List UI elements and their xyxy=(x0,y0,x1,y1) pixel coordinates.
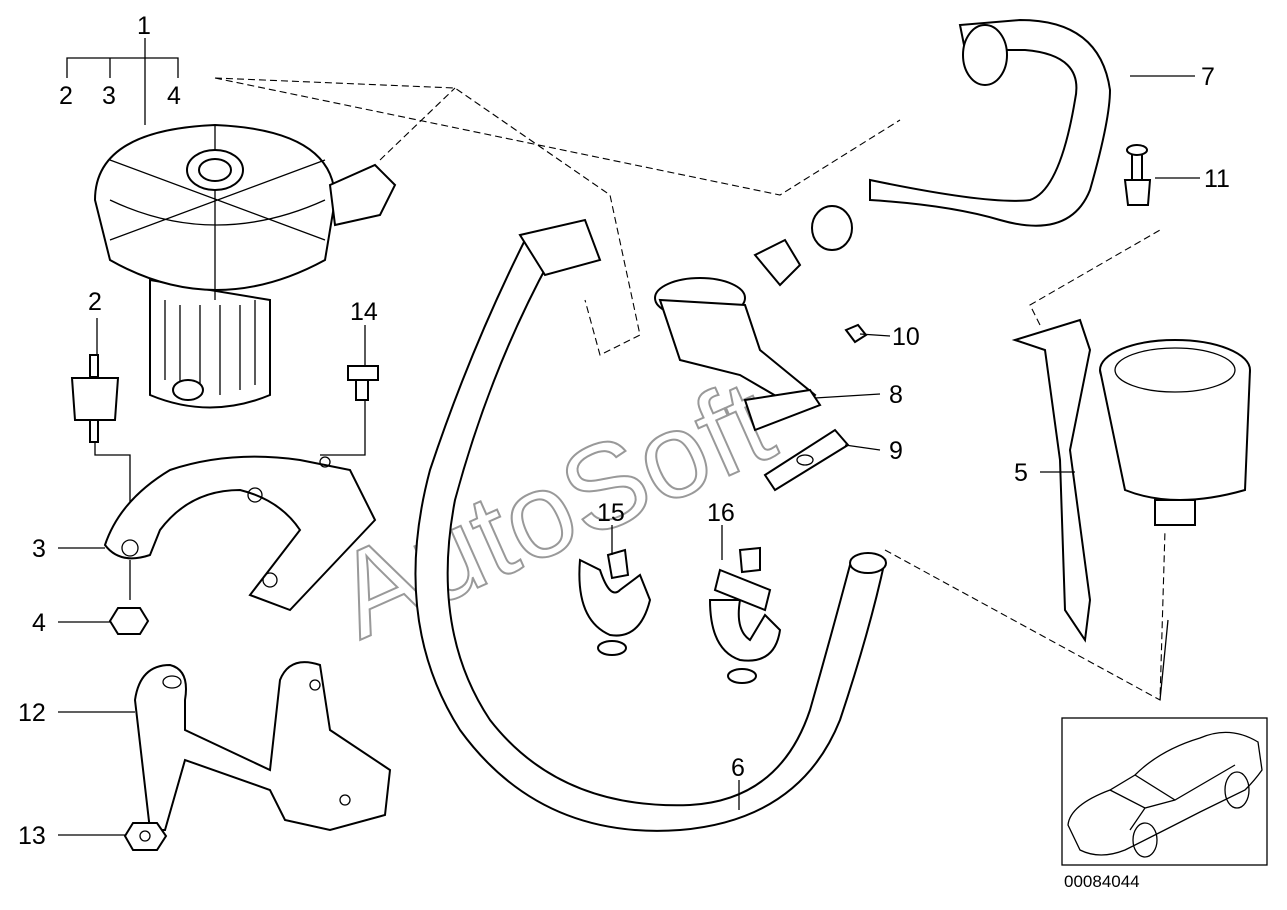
part-4-nut xyxy=(108,607,150,635)
leader-lines xyxy=(58,38,1200,836)
part-12-bracket xyxy=(133,661,392,832)
part-16-clip xyxy=(708,546,782,684)
callout-10: 10 xyxy=(892,323,920,351)
part-14-bolt xyxy=(347,365,379,401)
callout-9: 9 xyxy=(889,437,903,465)
part-3-bracket xyxy=(103,455,377,612)
part-1-air-pump xyxy=(93,123,397,409)
callout-4: 4 xyxy=(167,82,181,110)
callout-14: 14 xyxy=(350,298,378,326)
drawing-number: 00084044 xyxy=(1064,872,1140,891)
part-10-nut xyxy=(844,323,868,344)
callout-3: 3 xyxy=(102,82,116,110)
callouts: 1 2 3 4 2 14 3 4 12 13 15 16 10 8 9 5 7 … xyxy=(18,12,1230,850)
callout-8: 8 xyxy=(889,381,903,409)
callout-1: 1 xyxy=(137,12,151,40)
assembly-lines xyxy=(94,77,1169,701)
callout-16: 16 xyxy=(707,499,735,527)
callout-15: 15 xyxy=(597,499,625,527)
callout-13: 13 xyxy=(18,822,46,850)
callout-5: 5 xyxy=(1014,459,1028,487)
vehicle-inset xyxy=(1061,717,1268,866)
callout-4: 4 xyxy=(32,609,46,637)
part-5-air-filter xyxy=(1011,318,1251,643)
part-11-clip xyxy=(1123,144,1152,206)
part-15-clip xyxy=(578,548,652,656)
part-8-valve xyxy=(654,238,822,432)
callout-2: 2 xyxy=(88,288,102,316)
part-7-hose xyxy=(811,18,1112,251)
callout-7: 7 xyxy=(1201,63,1215,91)
callout-3: 3 xyxy=(32,535,46,563)
callout-2: 2 xyxy=(59,82,73,110)
callout-11: 11 xyxy=(1204,165,1230,193)
part-6-hose xyxy=(414,218,887,832)
part-13-nut xyxy=(123,822,168,851)
part-2-rubber-mount xyxy=(70,354,120,443)
callout-12: 12 xyxy=(18,699,46,727)
callout-6: 6 xyxy=(731,754,745,782)
